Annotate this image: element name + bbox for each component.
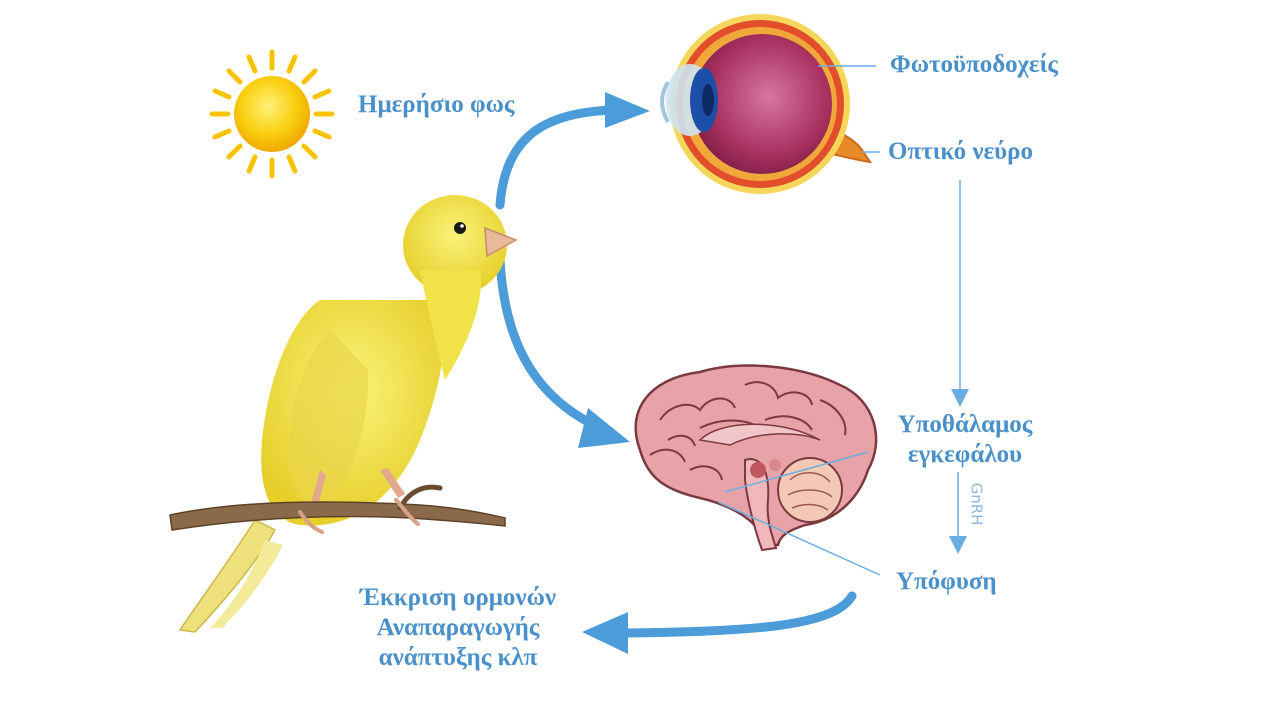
label-hormones-line2: Αναπαραγωγής (376, 614, 540, 641)
sun-icon (209, 49, 335, 179)
leader-line-hypothalamus (724, 451, 869, 493)
label-hormones: Έκκριση ορμονών Αναπαραγωγής ανάπτυξης κ… (318, 583, 598, 673)
canary-bird (178, 195, 518, 633)
arrow-daylight-to-eye (495, 92, 650, 210)
label-hormones-line1: Έκκριση ορμονών (359, 584, 557, 611)
label-gnrh: GnRH (967, 482, 986, 526)
label-photoreceptors: Φωτοϋποδοχείς (890, 51, 1058, 78)
label-hormones-line3: ανάπτυξης κλπ (378, 644, 538, 671)
perch-branch (169, 484, 506, 534)
label-hypothalamus-line2: εγκεφάλου (907, 441, 1023, 468)
eye-cross-section (660, 14, 873, 194)
brain-cross-section (634, 364, 878, 552)
arrow-bird-to-brain (495, 255, 630, 448)
label-hypothalamus-line1: Υποθάλαμος (897, 411, 1033, 438)
leader-line-pituitary (717, 501, 881, 576)
arrow-pituitary-to-hormones (582, 591, 857, 654)
label-pituitary: Υπόφυση (896, 568, 997, 595)
label-optic-nerve: Οπτικό νεύρο (888, 138, 1034, 165)
label-hypothalamus: Υποθάλαμος εγκεφάλου (880, 410, 1050, 470)
label-daylight: Ημερήσιο φως (358, 91, 515, 118)
